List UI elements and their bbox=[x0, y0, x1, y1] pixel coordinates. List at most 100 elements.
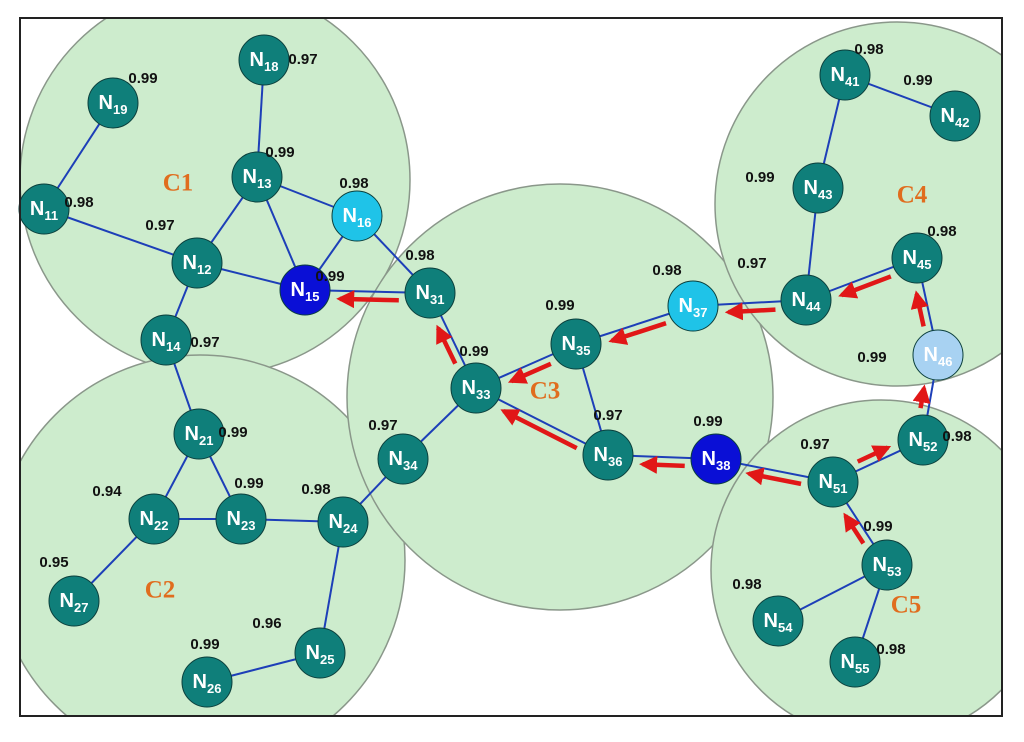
node-n23-label: N23 bbox=[227, 508, 256, 533]
node-n15 bbox=[279, 264, 331, 316]
node-n22-subscript: 22 bbox=[154, 518, 168, 533]
node-n42-base: N bbox=[941, 105, 955, 127]
node-n14-subscript: 14 bbox=[166, 339, 181, 354]
node-n52-base: N bbox=[909, 429, 923, 451]
node-n27-base: N bbox=[60, 590, 74, 612]
node-n24-base: N bbox=[329, 511, 343, 533]
node-n25 bbox=[294, 627, 346, 679]
node-n31 bbox=[404, 267, 456, 319]
node-n54-value: 0.98 bbox=[732, 576, 761, 593]
node-n38 bbox=[690, 433, 742, 485]
node-n13-value: 0.99 bbox=[265, 144, 294, 161]
node-n34-base: N bbox=[389, 448, 403, 470]
node-n14-label: N14 bbox=[152, 329, 182, 354]
node-n36 bbox=[582, 429, 634, 481]
node-n53-base: N bbox=[873, 554, 887, 576]
node-n42-value: 0.99 bbox=[903, 72, 932, 89]
node-n36-base: N bbox=[594, 444, 608, 466]
node-n21-base: N bbox=[185, 423, 199, 445]
node-n27-value: 0.95 bbox=[39, 554, 68, 571]
node-n27-label: N27 bbox=[60, 590, 89, 615]
node-n36-subscript: 36 bbox=[608, 454, 622, 469]
edge-n11-n12 bbox=[43, 208, 198, 264]
node-n14-value: 0.97 bbox=[190, 334, 219, 351]
node-n37-value: 0.98 bbox=[652, 262, 681, 279]
node-n18-base: N bbox=[250, 49, 264, 71]
node-n34-label: N34 bbox=[389, 448, 419, 473]
node-n45-value: 0.98 bbox=[927, 223, 956, 240]
node-n26-value: 0.99 bbox=[190, 636, 219, 653]
node-n18 bbox=[238, 34, 290, 86]
node-n44-subscript: 44 bbox=[806, 299, 821, 314]
node-n41 bbox=[819, 49, 871, 101]
node-n26-subscript: 26 bbox=[207, 681, 221, 696]
node-n31-base: N bbox=[416, 282, 430, 304]
node-n36-value: 0.97 bbox=[593, 407, 622, 424]
node-n37-label: N37 bbox=[679, 295, 708, 320]
node-n45-subscript: 45 bbox=[917, 257, 931, 272]
flow-arrow-n45-to-n44 bbox=[838, 274, 892, 299]
node-n45-label: N45 bbox=[903, 247, 932, 272]
node-n24-subscript: 24 bbox=[343, 521, 358, 536]
node-n22-base: N bbox=[140, 508, 154, 530]
flow-arrow-n37-to-n35 bbox=[608, 321, 667, 345]
node-n35-value: 0.99 bbox=[545, 297, 574, 314]
node-n46 bbox=[912, 329, 964, 381]
node-n44-value: 0.97 bbox=[737, 255, 766, 272]
node-n37-subscript: 37 bbox=[693, 305, 707, 320]
node-n13-base: N bbox=[243, 166, 257, 188]
node-n26-label: N26 bbox=[193, 671, 222, 696]
node-n16-subscript: 16 bbox=[357, 215, 371, 230]
node-n23-value: 0.99 bbox=[234, 475, 263, 492]
node-n34-subscript: 34 bbox=[403, 458, 418, 473]
node-n27 bbox=[48, 575, 100, 627]
node-n53-label: N53 bbox=[873, 554, 902, 579]
node-n14 bbox=[140, 314, 192, 366]
node-n51-base: N bbox=[819, 471, 833, 493]
cluster-c1-label: C1 bbox=[163, 170, 194, 197]
node-n26-base: N bbox=[193, 671, 207, 693]
node-n46-label: N46 bbox=[924, 344, 953, 369]
node-n51-label: N51 bbox=[819, 471, 848, 496]
node-n12-label: N12 bbox=[183, 252, 212, 277]
node-n16-label: N16 bbox=[343, 205, 372, 230]
node-n55-base: N bbox=[841, 651, 855, 673]
node-n35-label: N35 bbox=[562, 333, 591, 358]
node-n43 bbox=[792, 162, 844, 214]
node-n25-base: N bbox=[306, 642, 320, 664]
node-n42 bbox=[929, 90, 981, 142]
node-n23 bbox=[215, 493, 267, 545]
flow-arrow-n51-to-n52 bbox=[856, 445, 892, 464]
node-n43-label: N43 bbox=[804, 177, 833, 202]
node-n33-subscript: 33 bbox=[476, 387, 490, 402]
node-n22-label: N22 bbox=[140, 508, 169, 533]
node-n16 bbox=[331, 190, 383, 242]
node-n35-subscript: 35 bbox=[576, 343, 590, 358]
node-n53-value: 0.99 bbox=[863, 518, 892, 535]
node-n42-label: N42 bbox=[941, 105, 970, 130]
node-n41-subscript: 41 bbox=[845, 74, 859, 89]
node-n46-value: 0.99 bbox=[857, 349, 886, 366]
node-n23-subscript: 23 bbox=[241, 518, 255, 533]
flow-arrow-n35-to-n33 bbox=[507, 361, 552, 384]
node-n21-subscript: 21 bbox=[199, 433, 213, 448]
flow-arrow-n51-to-n38 bbox=[745, 467, 802, 487]
node-n45-base: N bbox=[903, 247, 917, 269]
node-n54 bbox=[752, 595, 804, 647]
flow-arrow-n31-to-n15 bbox=[336, 290, 399, 309]
node-n31-label: N31 bbox=[416, 282, 445, 307]
node-n13-subscript: 13 bbox=[257, 176, 271, 191]
node-n24-label: N24 bbox=[329, 511, 359, 536]
node-n46-base: N bbox=[924, 344, 938, 366]
node-n19-label: N19 bbox=[99, 92, 128, 117]
node-n55-value: 0.98 bbox=[876, 641, 905, 658]
node-n19-value: 0.99 bbox=[128, 70, 157, 87]
node-n22-value: 0.94 bbox=[92, 483, 122, 500]
node-n36-label: N36 bbox=[594, 444, 623, 469]
node-n51 bbox=[807, 456, 859, 508]
node-n52-label: N52 bbox=[909, 429, 938, 454]
node-n43-value: 0.99 bbox=[745, 169, 774, 186]
node-n25-value: 0.96 bbox=[252, 615, 281, 632]
node-n22 bbox=[128, 493, 180, 545]
